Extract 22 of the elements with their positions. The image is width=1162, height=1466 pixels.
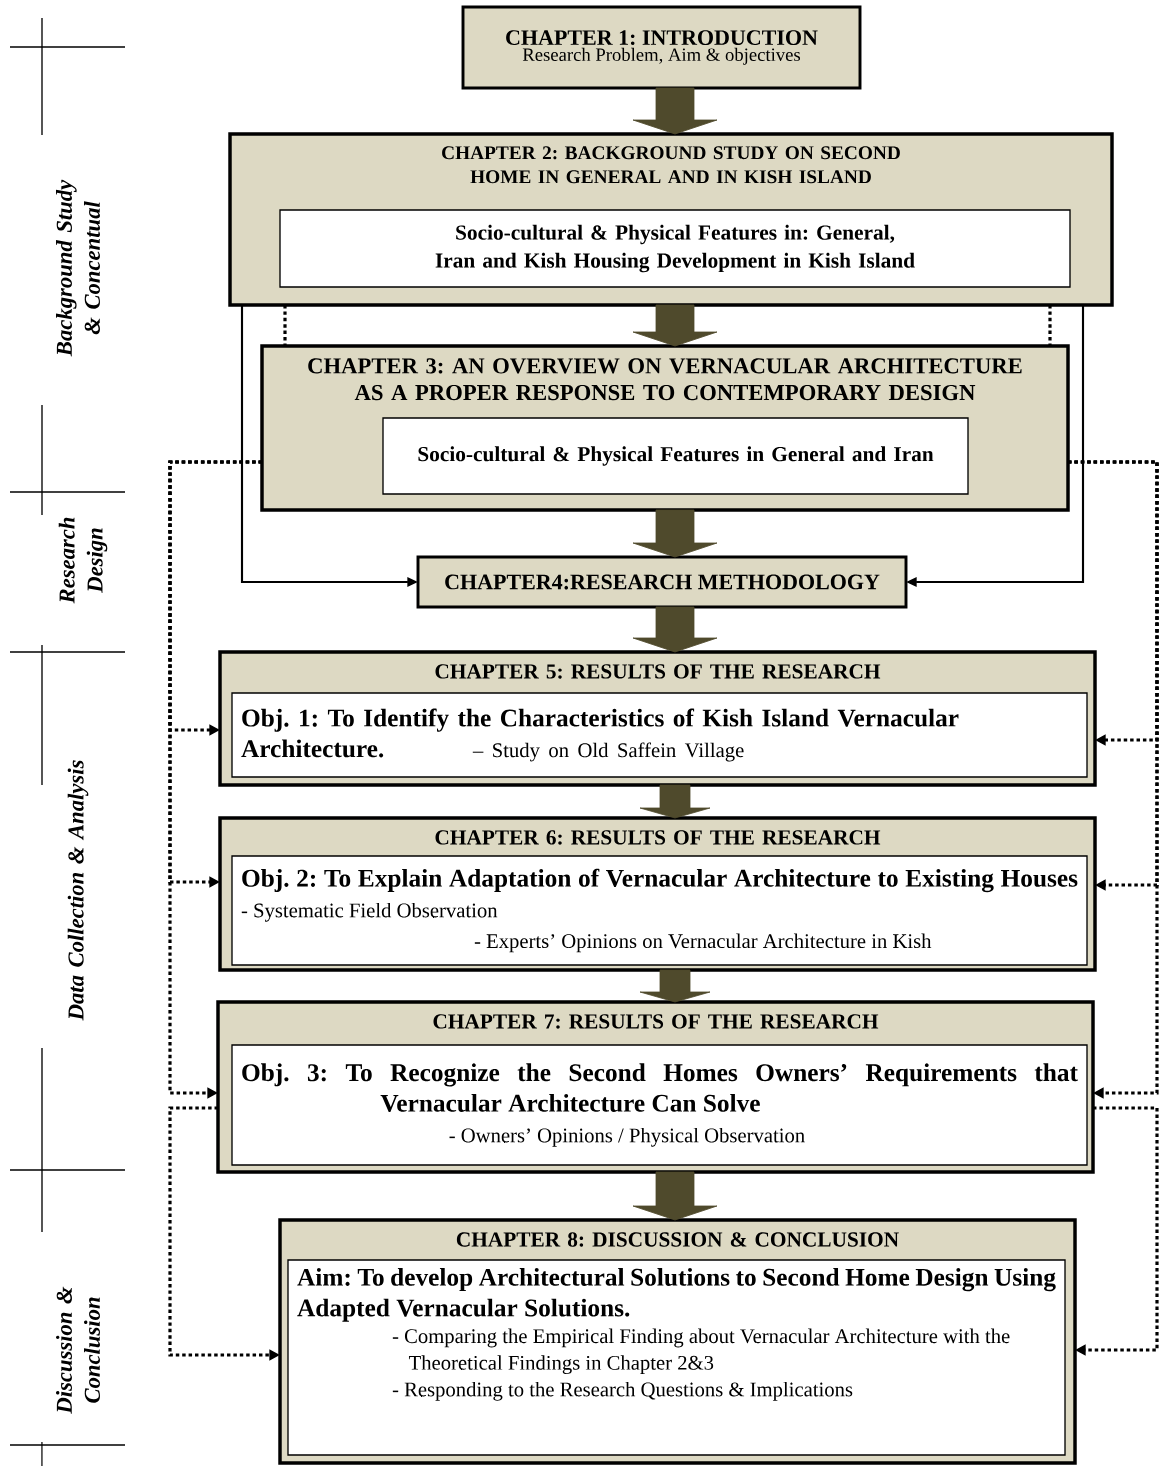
block-arrow xyxy=(632,87,718,135)
objective-box: Obj. 2: To Explain Adaptation of Vernacular Architecture to Existing Houses - Systematic Field Observation - Experts’ Opinions on Vernacular Architecture in Kish xyxy=(231,855,1088,966)
block-arrow xyxy=(632,1171,718,1221)
block-arrow xyxy=(632,606,718,653)
section-label: Data Collection & Analysis xyxy=(67,760,89,1021)
chapter-box: CHAPTER 1: INTRODUCTION Research Problem, Aim & objectives xyxy=(461,5,862,90)
section-label: Research Design xyxy=(58,517,108,604)
aim-box: Aim: To develop Architectural Solutions to Second Home Design Using Adapted Vernacular Solutions. - Comparing the Empirical Finding about Vernacular Architecture with the Theoretical Findings in Chapter 2&3 - Responding to the Research Questions & Implications xyxy=(287,1259,1066,1456)
chapter-box: CHAPTER4:RESEARCH METHODOLOGY xyxy=(416,555,908,609)
dotted-line xyxy=(283,305,287,346)
objective-box: Obj. 3: To Recognize the Second Homes Owners’ Requirements that Vernacular Architecture Can Solve - Owners’ Opinions / Physical Observation xyxy=(231,1044,1088,1166)
topic-box: Socio-cultural & Physical Features in General and Iran xyxy=(382,417,969,495)
section-label: Background Study & Concentual xyxy=(56,179,100,357)
block-arrow xyxy=(639,784,711,819)
dotted-line xyxy=(1048,305,1052,346)
dotted-arrow xyxy=(1068,460,1159,1099)
objective-box: Obj. 1: To Identify the Characteristics of Kish Island Vernacular Architecture. – Study on Old Saffein Village xyxy=(231,692,1088,778)
topic-box: Socio-cultural & Physical Features in: General, Iran and Kish Housing Development in Kish Island xyxy=(279,209,1071,288)
block-arrow xyxy=(639,969,711,1003)
section-label: Discussion & Conclusion xyxy=(56,1286,100,1414)
block-arrow xyxy=(632,509,718,558)
block-arrow xyxy=(632,304,718,347)
